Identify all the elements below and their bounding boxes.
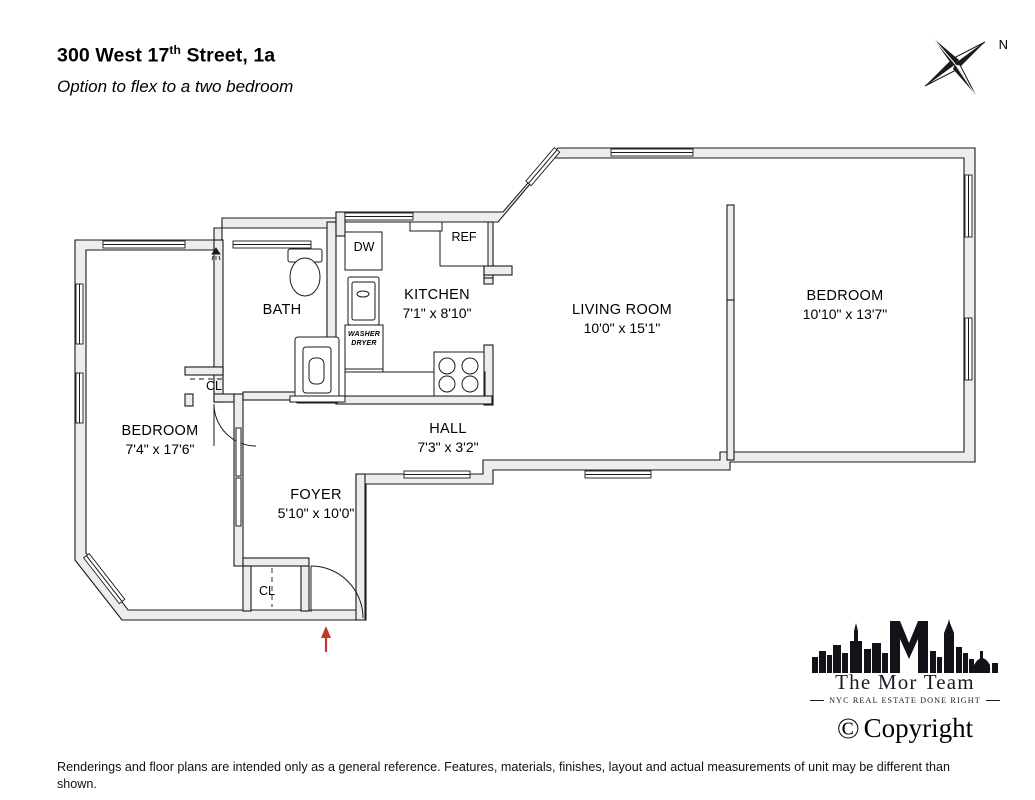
room-dimensions: 7'1" x 8'10" [402, 304, 472, 321]
page-title: 300 West 17th Street, 1a [57, 43, 557, 67]
room-dimensions: 10'10" x 13'7" [802, 305, 888, 322]
window-group [75, 146, 973, 605]
fixture-label-closet-bath: CL [206, 379, 222, 393]
room-name: HALL [429, 421, 467, 437]
compass-rose: N [918, 28, 1008, 100]
copyright-notice: © Copyright [800, 713, 1010, 744]
tagline-rule-right [985, 700, 1000, 701]
fixture-label-dishwasher: DW [353, 240, 375, 254]
room-label-kitchen: KITCHEN 7'1" x 8'10" [377, 287, 497, 322]
title-address-rest: Street, 1a [180, 44, 276, 67]
room-label-bedroom-right: BEDROOM 10'10" x 13'7" [770, 288, 920, 323]
room-name: LIVING ROOM [572, 302, 672, 318]
logo-tagline-row: NYC REAL ESTATE DONE RIGHT [800, 696, 1010, 705]
logo-team-name: The Mor Team [835, 670, 975, 694]
fixture-label-closet-foyer: CL [259, 584, 275, 598]
tagline-rule-left [810, 700, 825, 701]
room-name: BATH [262, 302, 302, 318]
room-label-bedroom-left: BEDROOM 7'4" x 17'6" [100, 423, 220, 458]
room-name: BEDROOM [121, 423, 199, 439]
nyc-skyline-icon [812, 619, 998, 673]
room-label-living-room: LIVING ROOM 10'0" x 15'1" [547, 302, 697, 337]
dryer-line: DRYER [351, 339, 377, 347]
disclaimer-text: Renderings and floor plans are intended … [57, 760, 951, 791]
page-subtitle: Option to flex to a two bedroom [57, 76, 294, 96]
floor-plan-drawing: .wall { fill:#ededed; stroke:#1a1a1a; st… [74, 146, 976, 652]
room-name: KITCHEN [404, 287, 470, 303]
room-label-foyer: FOYER 5'10" x 10'0" [256, 487, 376, 522]
shower-head-icon [211, 247, 221, 261]
fixture-label-washer-dryer: WASHER DRYER [345, 331, 383, 349]
logo-tagline: NYC REAL ESTATE DONE RIGHT [829, 696, 981, 705]
dishwasher-unit [344, 231, 383, 271]
bathtub-fixture [294, 336, 340, 404]
title-address-main: 300 West 17 [57, 44, 170, 67]
copyright-symbol-icon: © [836, 711, 860, 745]
range-stove [433, 351, 485, 397]
brand-logo: The Mor Team NYC REAL ESTATE DONE RIGHT … [800, 617, 1010, 744]
toilet-fixture [287, 248, 323, 297]
title-ordinal-suffix: th [169, 43, 181, 57]
room-name: FOYER [290, 487, 342, 503]
room-dimensions: 10'0" x 15'1" [583, 319, 661, 336]
washer-dryer-unit [344, 324, 384, 370]
copyright-word: Copyright [863, 713, 974, 743]
fixture-label-refrigerator: REF [451, 230, 477, 244]
room-label-hall: HALL 7'3" x 3'2" [392, 421, 504, 456]
sink-fixture [347, 276, 380, 326]
room-dimensions: 5'10" x 10'0" [277, 504, 355, 521]
entry-door-arrow [321, 626, 331, 652]
room-label-bath: BATH [242, 302, 322, 320]
compass-rose-icon [924, 37, 986, 95]
washer-line: WASHER [348, 331, 380, 338]
room-dimensions: 7'3" x 3'2" [417, 438, 479, 455]
room-dimensions: 7'4" x 17'6" [125, 440, 195, 457]
compass-north-label: N [998, 37, 1008, 52]
refrigerator-unit [439, 221, 489, 267]
header: 300 West 17th Street, 1a Option to flex … [57, 43, 557, 97]
room-name: BEDROOM [806, 288, 884, 304]
